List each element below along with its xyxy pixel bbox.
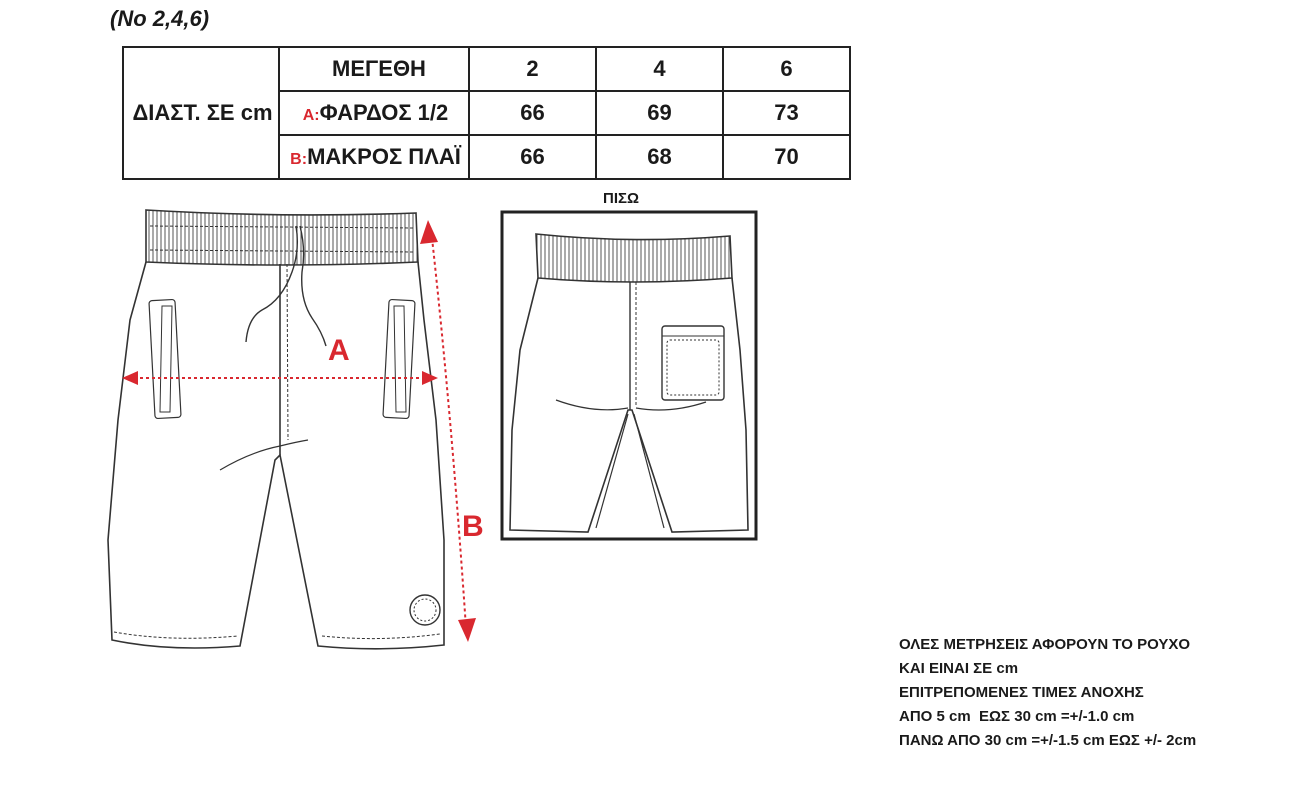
size-column-4: 4 (595, 46, 724, 92)
measurement-label-width: A:ΦΑΡΔΟΣ 1/2 (278, 90, 470, 136)
measurement-a-arrow (122, 371, 438, 385)
table-cell: 69 (595, 90, 724, 136)
size-column-2: 2 (468, 46, 597, 92)
measurement-name: ΜΑΚΡΟΣ ΠΛΑΪ (307, 144, 461, 169)
table-row: A:ΦΑΡΔΟΣ 1/2 66 69 73 (123, 90, 851, 136)
back-waistband (535, 233, 733, 283)
size-chart-table: ΔΙΑΣΤ. ΣΕ cm ΜΕΓΕΘΗ 2 4 6 A:ΦΑΡΔΟΣ 1/2 6… (122, 46, 851, 180)
back-view-label: ΠΙΣΩ (603, 190, 640, 207)
notes-line: ΚΑΙ ΕΙΝΑΙ ΣΕ cm (899, 660, 1019, 677)
table-cell: 66 (468, 134, 597, 180)
size-header: ΜΕΓΕΘΗ (278, 46, 470, 92)
table-row: B:ΜΑΚΡΟΣ ΠΛΑΪ 66 68 70 (123, 134, 851, 180)
dimension-label: ΔΙΑΣΤ. ΣΕ cm (122, 46, 280, 180)
measurement-a-label: A (328, 334, 350, 367)
measurement-b-label: B (462, 510, 484, 543)
back-outline (509, 277, 749, 533)
back-pocket (661, 325, 725, 401)
table-header-row: ΔΙΑΣΤ. ΣΕ cm ΜΕΓΕΘΗ 2 4 6 (122, 46, 851, 180)
table-cell: 70 (722, 134, 851, 180)
notes-line: ΕΠΙΤΡΕΠΟΜΕΝΕΣ ΤΙΜΕΣ ΑΝΟΧΗΣ (899, 684, 1144, 701)
table-cell: 68 (595, 134, 724, 180)
measurement-b-arrow (420, 220, 476, 642)
size-column-6: 6 (722, 46, 851, 92)
size-range-title: (No 2,4,6) (110, 6, 210, 31)
measurement-label-length: B:ΜΑΚΡΟΣ ΠΛΑΪ (278, 134, 470, 180)
table-cell: 73 (722, 90, 851, 136)
measurement-name: ΦΑΡΔΟΣ 1/2 (319, 100, 449, 125)
measurement-code: A: (302, 107, 320, 124)
front-outline (107, 261, 445, 650)
back-view-frame (500, 210, 758, 541)
measurement-code: B: (290, 151, 308, 168)
tolerance-notes: ΟΛΕΣ ΜΕΤΡΗΣΕΙΣ ΑΦΟΡΟΥΝ ΤΟ ΡΟΥΧΟ ΚΑΙ ΕΙΝΑ… (899, 633, 1196, 753)
notes-line: ΠΑΝΩ ΑΠΟ 30 cm =+/-1.5 cm ΕΩΣ +/- 2cm (899, 732, 1197, 749)
table-cell: 66 (468, 90, 597, 136)
logo-patch (409, 594, 441, 626)
back-shorts-drawing (500, 210, 758, 541)
notes-line: ΑΠΟ 5 cm ΕΩΣ 30 cm =+/-1.0 cm (899, 708, 1135, 725)
notes-line: ΟΛΕΣ ΜΕΤΡΗΣΕΙΣ ΑΦΟΡΟΥΝ ΤΟ ΡΟΥΧΟ (899, 636, 1191, 653)
front-shorts-drawing (107, 209, 445, 650)
front-waistband (145, 209, 419, 266)
